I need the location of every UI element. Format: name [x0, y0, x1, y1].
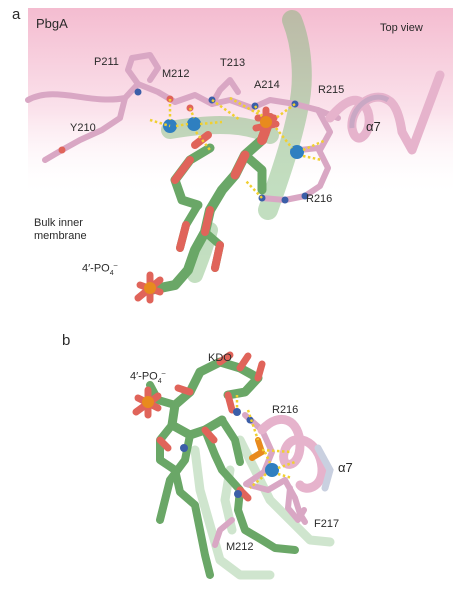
alpha7-helix-ribbon-b — [257, 414, 334, 493]
membrane-region-label: Bulk inner membrane — [34, 217, 87, 243]
residue-label-t213: T213 — [220, 57, 246, 69]
residue-label-f217: F217 — [314, 518, 340, 530]
hydrogen-bonds-a — [149, 96, 327, 199]
alpha7-helix-ribbon-a — [325, 70, 445, 155]
panel-b-letter: b — [62, 332, 71, 349]
residue-label-p211: P211 — [94, 56, 119, 68]
phosphate-b — [132, 386, 162, 419]
phosphate-label-b-base: 4′-PO — [130, 370, 158, 383]
water-molecule-b — [265, 463, 279, 477]
phosphate-label-a-base: 4′-PO — [82, 262, 110, 275]
phosphate-top-a — [252, 106, 280, 138]
panel-a-letter: a — [12, 6, 21, 23]
phosphate-bottom-a — [134, 271, 164, 304]
phosphate-label-b-sub: 4 — [157, 377, 162, 385]
helix-label-alpha7-a: α7 — [366, 119, 381, 134]
residue-label-a214: A214 — [254, 79, 280, 91]
nitrogen-atoms-b — [180, 408, 254, 498]
residue-label-r215: R215 — [318, 84, 345, 96]
phosphate-label-b: 4′-PO4– — [130, 368, 166, 388]
membrane-line-2: membrane — [34, 230, 87, 242]
phosphate-label-a: 4′-PO4– — [82, 260, 118, 280]
phosphate-label-a-sup: – — [113, 262, 118, 269]
lipid-headgroup-b — [146, 351, 299, 579]
helix-label-alpha7-b: α7 — [338, 460, 353, 475]
residue-label-m212: M212 — [162, 68, 190, 80]
view-label: Top view — [380, 22, 423, 34]
residue-label-r216-a: R216 — [306, 193, 333, 205]
phosphate-label-a-sub: 4 — [109, 269, 114, 277]
hydrogen-bonds-b — [235, 395, 296, 489]
sugar-label-kdo: KDO — [208, 352, 232, 364]
r216-tip-b — [249, 437, 266, 461]
protein-name-label: PbgA — [36, 16, 68, 31]
residue-label-y210: Y210 — [70, 122, 96, 134]
phosphate-label-b-sup: – — [161, 370, 166, 377]
membrane-line-1: Bulk inner — [34, 217, 83, 229]
residue-label-m212-b: M212 — [226, 541, 254, 553]
residue-label-r216-b: R216 — [272, 404, 299, 416]
